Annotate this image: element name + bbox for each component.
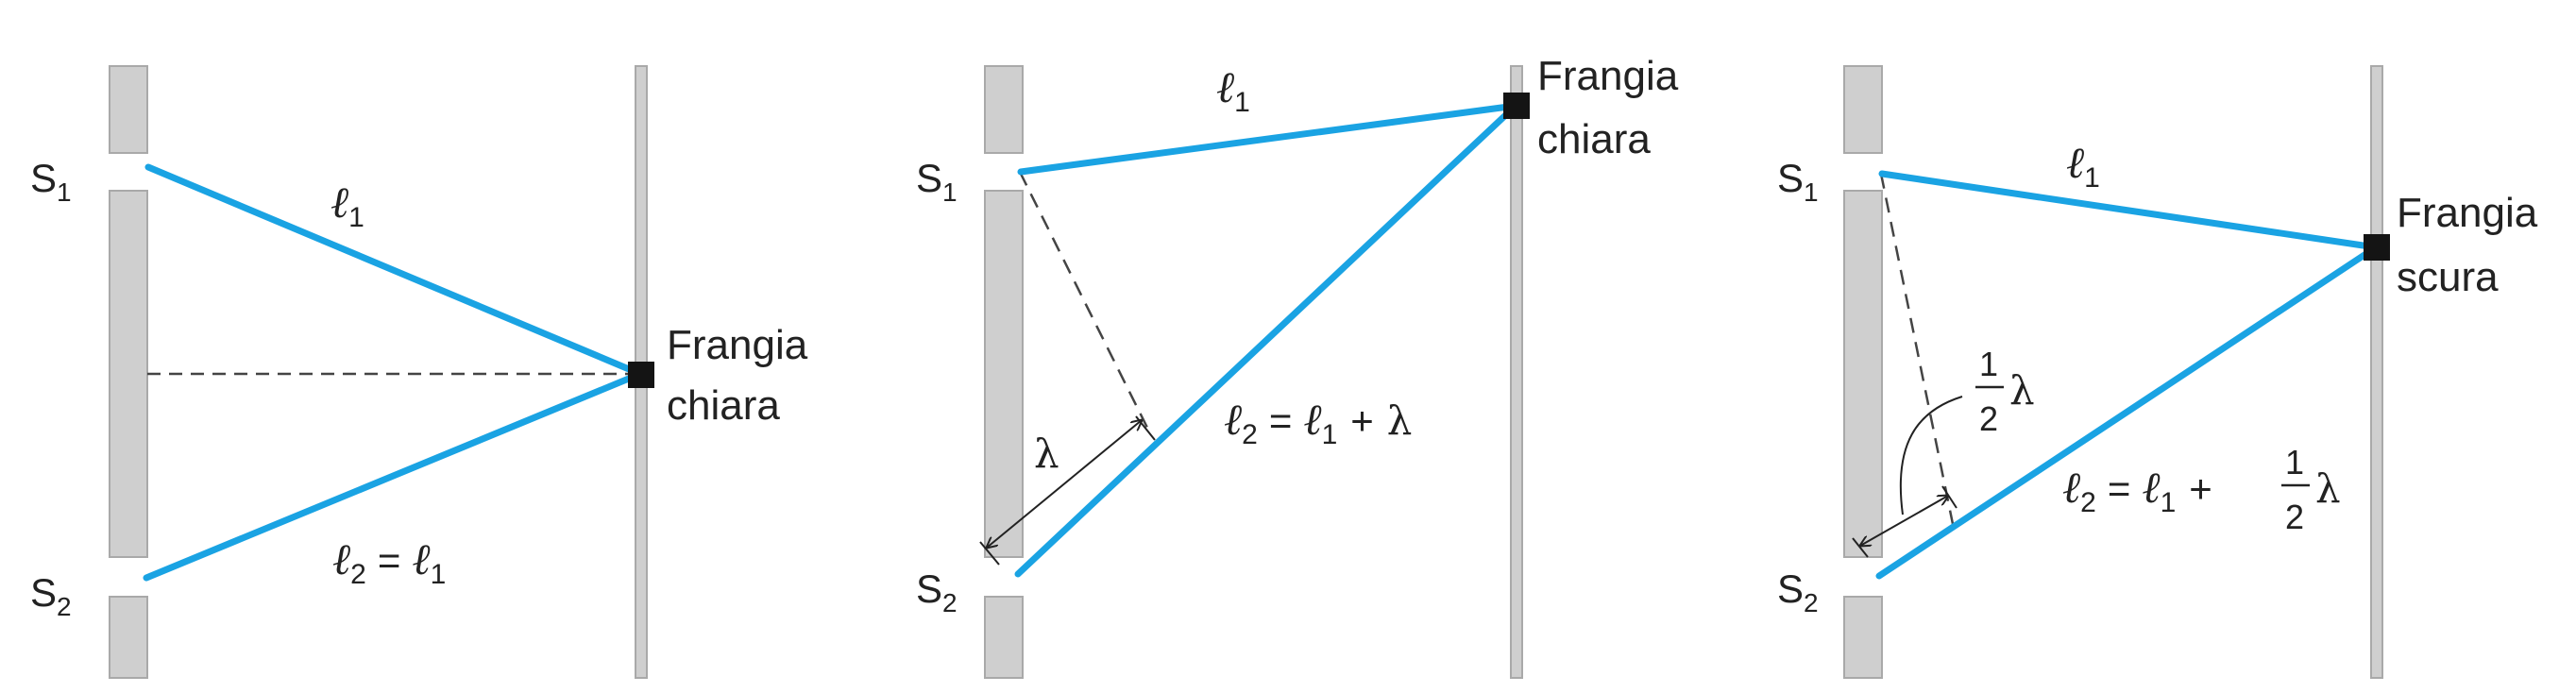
path-difference-arrow [979,415,1156,566]
half-wavelength-arrow [1852,485,1957,558]
ray-l2 [143,370,644,582]
barrier-middle [109,190,148,558]
panel-dark-fringe: 1 2 λ S1 S2 ℓ1 ℓ2=ℓ1+ 1 2 λ Frangia scur… [1777,65,2538,679]
fringe-label-line1: Frangia [667,322,808,368]
screen [1510,65,1523,679]
fringe-label-line1: Frangia [2397,190,2538,236]
barrier-top [1843,65,1883,154]
label-half-lambda: 1 2 λ [1975,345,2035,438]
label-path-equation: ℓ2=ℓ1 [332,535,446,590]
panel-first-order-bright-fringe: λ S1 S2 ℓ1 ℓ2=ℓ1+λ Frangia chiara [916,53,1679,679]
label-s2: S2 [916,566,958,617]
barrier-bottom [109,596,148,679]
label-s1: S1 [30,156,72,207]
fringe-label-line1: Frangia [1537,53,1679,99]
barrier-top [984,65,1024,154]
double-slit-barrier [1843,65,1883,679]
svg-text:1: 1 [2285,443,2304,482]
svg-text:λ: λ [2315,465,2341,512]
ray-l1 [1878,170,2380,251]
label-path-l1: ℓ1 [2066,139,2100,194]
label-s1: S1 [916,156,958,207]
ray-l1 [144,163,644,378]
fringe-marker [1503,93,1530,119]
ray-l1 [1017,102,1519,176]
screen [2370,65,2383,679]
svg-text:λ: λ [2009,367,2035,414]
barrier-middle [1843,190,1883,558]
fringe-label-line2: chiara [1537,116,1651,162]
svg-text:2: 2 [1979,399,1998,438]
double-slit-barrier [109,65,148,679]
leader-curve [1899,396,1963,516]
label-lambda: λ [1034,431,1059,477]
label-path-l1: ℓ1 [330,178,364,233]
perpendicular-dashed-line [1879,173,1955,525]
barrier-top [109,65,148,154]
svg-text:2: 2 [2285,498,2304,536]
fringe-label-line2: scura [2397,254,2499,300]
svg-text:ℓ2=ℓ1+: ℓ2=ℓ1+ [2062,464,2212,518]
label-path-equation: ℓ2=ℓ1+ 1 2 λ [2062,443,2341,536]
label-path-equation: ℓ2=ℓ1+λ [1224,396,1412,450]
barrier-bottom [1843,596,1883,679]
fringe-marker [628,362,654,388]
perpendicular-dashed-line [1018,171,1150,431]
ray-l2 [1875,244,2380,580]
double-slit-barrier [984,65,1024,679]
label-path-l1: ℓ1 [1216,63,1250,118]
label-s2: S2 [1777,566,1819,617]
panel-central-bright-fringe: S1 S2 ℓ1 ℓ2=ℓ1 Frangia chiara [30,65,808,679]
fringe-label-line2: chiara [667,382,780,429]
ray-l2 [1014,102,1519,578]
barrier-bottom [984,596,1024,679]
fringe-marker [2364,234,2390,261]
label-s2: S2 [30,570,72,621]
barrier-middle [984,190,1024,558]
label-s1: S1 [1777,156,1819,207]
svg-text:1: 1 [1979,345,1998,383]
